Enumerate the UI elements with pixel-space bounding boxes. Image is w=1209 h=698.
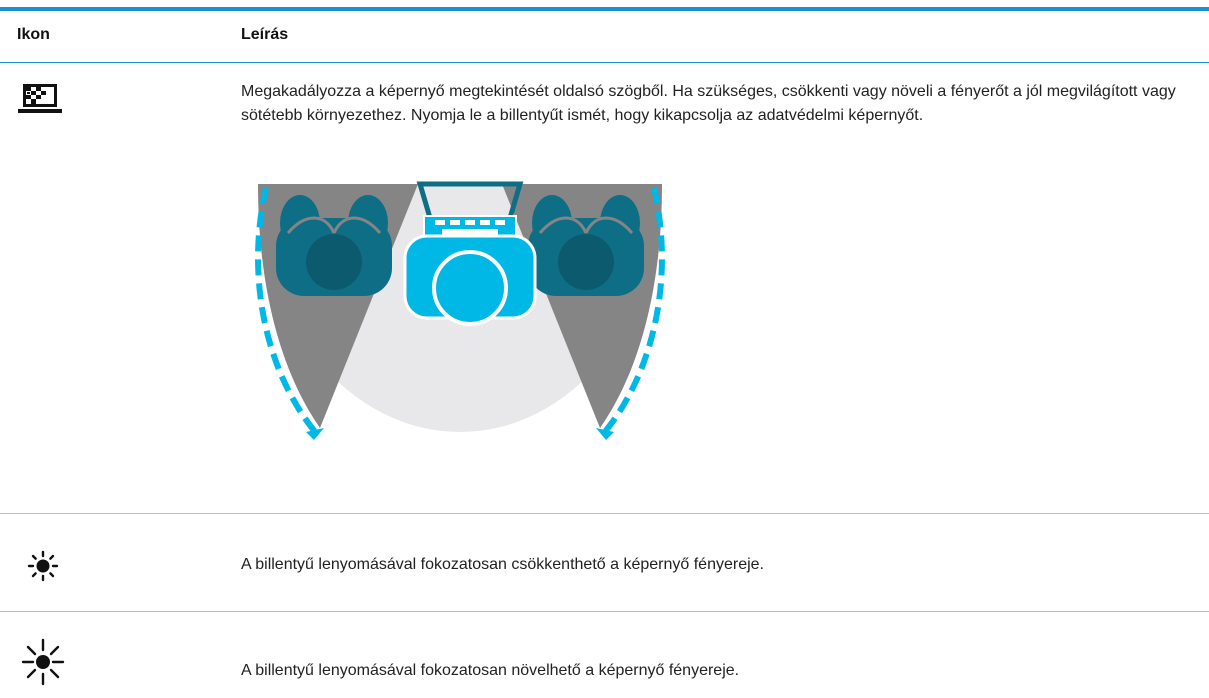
privacy-viewing-angle-illustration xyxy=(230,178,710,498)
brightness-down-icon xyxy=(26,549,60,588)
privacy-screen-description: Megakadályozza a képernyő megtekintését … xyxy=(241,83,1176,124)
column-header-icon: Ikon xyxy=(17,26,50,43)
privacy-screen-icon xyxy=(16,82,64,123)
table-top-border xyxy=(0,7,1209,11)
header-divider xyxy=(0,62,1209,63)
brightness-up-icon xyxy=(21,638,65,691)
brightness-down-description: A billentyű lenyomásával fokozatosan csö… xyxy=(241,556,764,573)
row-divider xyxy=(0,513,1209,514)
column-header-description: Leírás xyxy=(241,26,289,43)
row-divider xyxy=(0,611,1209,612)
brightness-up-description: A billentyű lenyomásával fokozatosan növ… xyxy=(241,662,740,679)
